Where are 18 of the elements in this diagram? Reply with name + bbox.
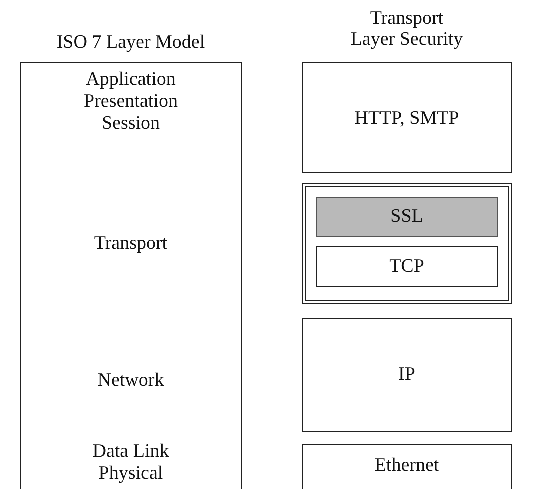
- protocol-box: [302, 444, 512, 489]
- layer-name: HTTP, SMTP: [354, 108, 460, 130]
- layer-name: Application Presentation Session: [83, 69, 179, 135]
- layer-name: Network: [96, 370, 166, 392]
- column-heading: ISO 7 Layer Model: [56, 31, 206, 54]
- protocol-group-box: [302, 183, 512, 304]
- column-heading: Transport Layer Security: [350, 8, 464, 50]
- layer-name: Ethernet: [374, 455, 440, 477]
- protocol-box: [302, 318, 512, 432]
- protocol-box: [302, 62, 512, 173]
- layer-name: Data Link Physical: [92, 441, 170, 485]
- layer-stack-box: [20, 62, 242, 489]
- protocol-box: [316, 246, 498, 287]
- layer-name: IP: [398, 364, 416, 386]
- layer-name: Transport: [93, 233, 169, 255]
- layer-name: SSL: [390, 206, 424, 228]
- layer-name: TCP: [388, 256, 426, 278]
- protocol-box: [316, 197, 498, 237]
